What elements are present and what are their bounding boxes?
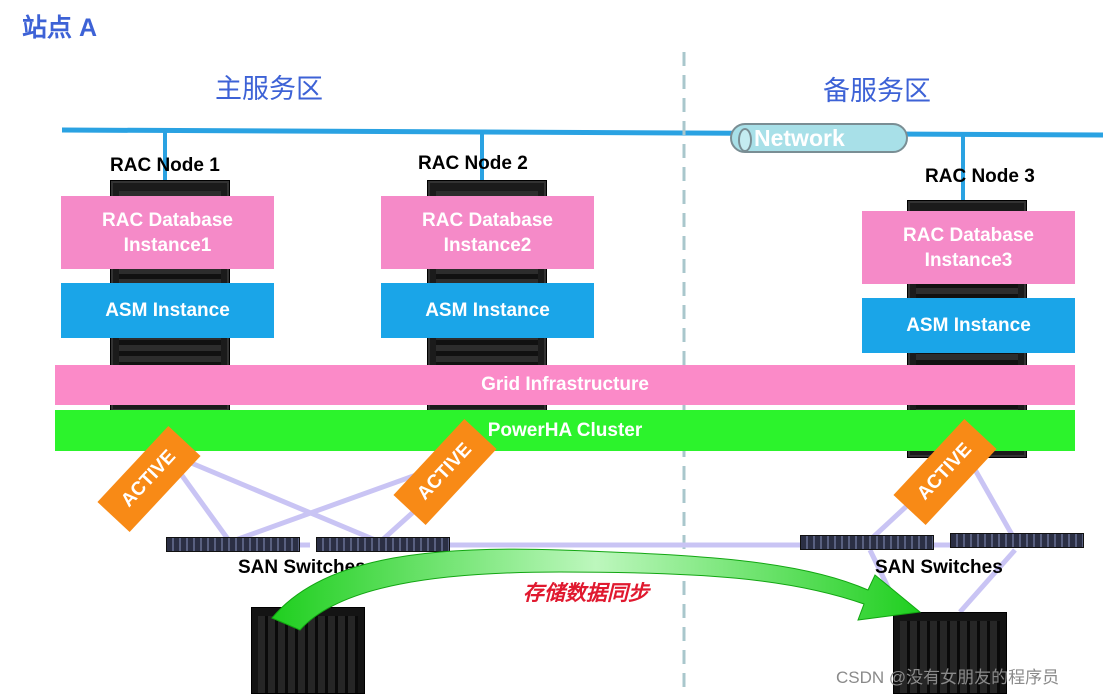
primary-storage-array xyxy=(251,607,365,694)
network-label: Network xyxy=(730,123,908,153)
standby-zone-title: 备服务区 xyxy=(823,76,931,106)
san-switches-label-primary: SAN Switches xyxy=(238,557,366,578)
asm-instance-1: ASM Instance xyxy=(61,283,274,338)
rac-node-1-label: RAC Node 1 xyxy=(110,155,220,176)
powerha-cluster-bar: PowerHA Cluster xyxy=(55,410,1075,451)
watermark: CSDN @没有女朋友的程序员 xyxy=(836,668,1060,687)
primary-zone-title: 主服务区 xyxy=(215,74,323,104)
rac-db-instance-1: RAC Database Instance1 xyxy=(61,196,274,269)
rac-db-instance-3: RAC Database Instance3 xyxy=(862,211,1075,284)
san-switch-3 xyxy=(800,535,934,550)
site-title: 站点 A xyxy=(22,14,98,42)
rac-node-2-label: RAC Node 2 xyxy=(418,153,528,174)
san-switches-label-standby: SAN Switches xyxy=(875,557,1003,578)
rac-db-instance-2: RAC Database Instance2 xyxy=(381,196,594,269)
asm-instance-3: ASM Instance xyxy=(862,298,1075,353)
rac-node-3-label: RAC Node 3 xyxy=(925,166,1035,187)
san-switch-4 xyxy=(950,533,1084,548)
asm-instance-2: ASM Instance xyxy=(381,283,594,338)
grid-infrastructure-bar: Grid Infrastructure xyxy=(55,365,1075,405)
storage-sync-label: 存储数据同步 xyxy=(523,582,649,605)
san-switch-1 xyxy=(166,537,300,552)
network-line xyxy=(61,127,1103,138)
san-switch-2 xyxy=(316,537,450,552)
